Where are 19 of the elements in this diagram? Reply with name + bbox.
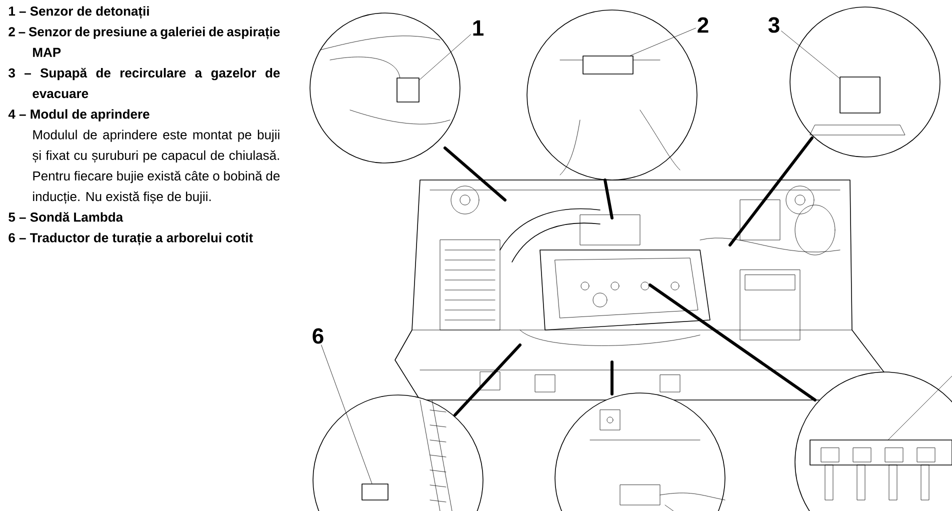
sensor-drawing (396, 78, 420, 102)
sensor-drawing (840, 76, 880, 114)
leader-line (630, 28, 696, 56)
legend-item: 3 – Supapă de recirculare a gazelor de evacuare (8, 68, 280, 98)
leader-line (321, 344, 372, 484)
legend-item: 4 – Modul de aprindere (8, 109, 150, 122)
legend-item: 1 – Senzor de detonații (9, 6, 149, 19)
leader-line (419, 34, 471, 80)
leader-line (781, 30, 840, 79)
callout-number: 3 (768, 17, 780, 33)
legend-item: 6 – Traductor de turație a arborelui cotit (8, 232, 253, 246)
sensor-drawing (362, 484, 388, 500)
legend-item: 5 – Sondă Lambda (8, 212, 124, 222)
description-text: Modulul de aprindere este montat pe bujii și fixat cu șuruburi pe capacul de chiulasă. Pentru fiecare bujie există câte o bobină de inducție. Nu există fișe de bujii. (32, 130, 280, 204)
callout-number: 6 (312, 328, 324, 344)
sensor-drawing (582, 56, 634, 74)
callout-number: 1 (473, 20, 484, 36)
legend-item: 2 – Senzor de presiune a galeriei de aspirație MAP (8, 26, 280, 57)
callout-number: 2 (698, 17, 708, 33)
